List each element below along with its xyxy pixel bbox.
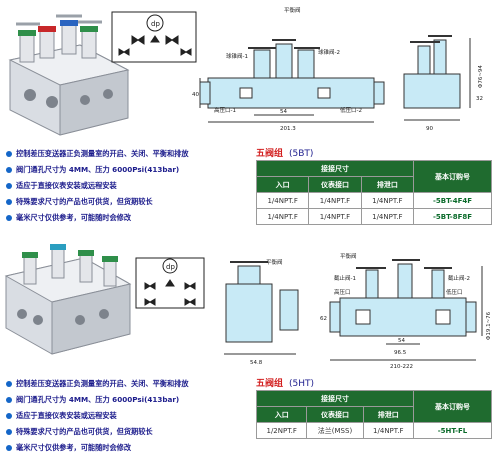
table-row: 1/4NPT.F 1/4NPT.F 1/4NPT.F -5BT-4F4F [255,192,492,209]
table-header-order-2: 基本订购号 [413,390,492,423]
right-elevation-2: 平衡阀 截止阀-1 截止阀-2 高压口 低压口 54 96.5 210-222 … [320,252,492,370]
dim-span: 54 [280,109,287,115]
dim-total: 201.3 [280,126,296,132]
note-item: 阀门通孔尺寸为 4MM、压力 6000Psi(413bar) [6,392,252,408]
section1-group-title: 五阀组(5BT) [256,149,314,159]
bullet-icon [6,215,12,221]
label-inlet-2: 高压口 [334,288,351,296]
note-item: 控制差压变送器正负测量室的开启、关闭、平衡和排放 [6,146,252,162]
dim-width-2: 96.5 [394,350,407,356]
label-handle-top-2: 平衡阀 [266,258,283,266]
label-valve-2: 球锥阀-2 [318,48,340,56]
table-header-order: 基本订购号 [413,160,492,193]
dim-width: 90 [426,126,433,132]
note-item: 特殊要求尺寸的产品也可供货，但货期较长 [6,424,252,440]
note-item: 适应于直接仪表安装或远程安装 [6,178,252,194]
label-handle-top: 平衡阀 [284,6,301,14]
bullet-icon [6,413,12,419]
table-header-connections: 接接尺寸 [256,160,414,177]
dim-span-2: 54 [398,338,405,344]
col-drain: 排泄口 [360,176,415,193]
dim-side-height-2: Φ19.1~76 [486,311,492,340]
bullet-icon [6,381,12,387]
section1-order-table: 接接尺寸 基本订购号 入口 仪表接口 排泄口 1/4NPT.F 1/4NPT.F… [255,160,492,225]
note-item: 特殊要求尺寸的产品也可供货，但货期较长 [6,194,252,210]
front-elevation: 平衡阀 球锥阀-1 球锥阀-2 高压口-1 低压口-2 54 201.3 40 [192,6,385,132]
dim-height: 40 [192,92,199,98]
valve-schematic: dp [111,11,197,63]
svg-text:dp: dp [151,20,160,28]
label-valve-2-2: 截止阀-2 [448,274,470,282]
bullet-icon [6,167,12,173]
front-elevation-2: 54.8 平衡阀 [224,258,299,366]
col-drain-2: 排泄口 [362,406,415,423]
side-elevation: Φ76~94 32 90 [403,35,484,132]
label-valve-1: 球锥阀-1 [226,52,248,60]
note-item: 适应于直接仪表安装或远程安装 [6,408,252,424]
section2-svg: dp 54.8 平衡阀 [4,244,492,370]
manifold-3d-render [8,14,130,136]
table-header-connections-2: 接接尺寸 [256,390,414,407]
dim-total-2: 210-222 [390,364,413,370]
note-item: 毫米尺寸仅供参考，可能随时会修改 [6,210,252,226]
col-inlet-2: 入口 [255,406,308,423]
label-outlet-2: 低压口 [446,288,463,296]
dim-side-depth: 32 [476,96,483,102]
col-instrument-2: 仪表接口 [306,406,364,423]
label-outlet: 低压口-2 [340,106,362,114]
section2-notes: 控制差压变送器正负测量室的开启、关闭、平衡和排放 阀门通孔尺寸为 4MM、压力 … [6,376,252,456]
dim-height-2: 62 [320,316,327,322]
section1-notes: 控制差压变送器正负测量室的开启、关闭、平衡和排放 阀门通孔尺寸为 4MM、压力 … [6,146,252,226]
svg-text:dp: dp [166,263,175,271]
dim-side-height: Φ76~94 [478,65,484,88]
dim-lower: 54.8 [250,360,263,366]
bullet-icon [6,199,12,205]
section1-svg: dp 平衡阀 球锥阀-1 球锥阀-2 高压口-1 [8,6,484,136]
note-item: 阀门通孔尺寸为 4MM、压力 6000Psi(413bar) [6,162,252,178]
bullet-icon [6,445,12,451]
bullet-icon [6,183,12,189]
manifold-3d-render-2 [4,244,132,355]
bullet-icon [6,397,12,403]
valve-schematic-2: dp [135,257,205,309]
section2-order-table: 接接尺寸 基本订购号 入口 仪表接口 排泄口 1/2NPT.F 法兰(MSS) … [255,390,492,439]
table-row: 1/4NPT.F 1/4NPT.F 1/4NPT.F -5BT-8F8F [255,208,492,225]
col-instrument: 仪表接口 [308,176,362,193]
section1-drawings: dp 平衡阀 球锥阀-1 球锥阀-2 高压口-1 [0,0,500,140]
label-inlet: 高压口-1 [214,106,236,114]
bullet-icon [6,429,12,435]
label-valve-1-2: 截止阀-1 [334,274,356,282]
label-flange: 平衡阀 [340,252,357,260]
bullet-icon [6,151,12,157]
table-row: 1/2NPT.F 法兰(MSS) 1/4NPT.F -5HT-FL [255,422,492,439]
note-item: 控制差压变送器正负测量室的开启、关闭、平衡和排放 [6,376,252,392]
section2-group-title: 五阀组(5HT) [256,379,315,389]
col-inlet: 入口 [255,176,310,193]
section2-drawings: dp 54.8 平衡阀 [0,236,500,370]
note-item: 毫米尺寸仅供参考，可能随时会修改 [6,440,252,456]
